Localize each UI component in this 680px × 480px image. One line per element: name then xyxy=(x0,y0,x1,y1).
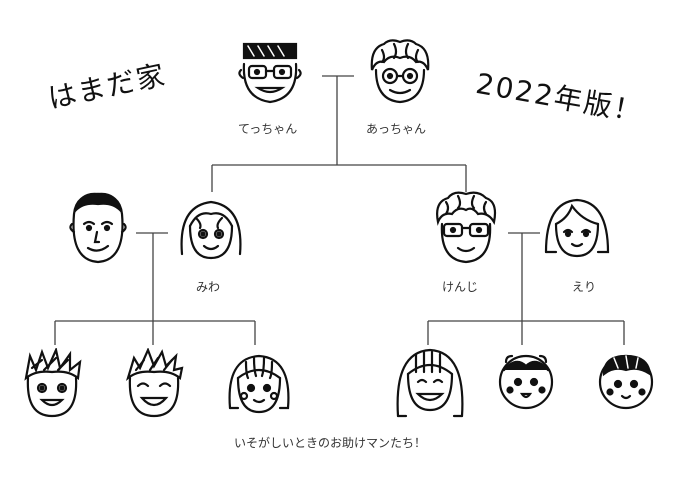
son-in-law-face-icon xyxy=(69,192,127,264)
grandchild-6-face-icon xyxy=(598,354,654,410)
grandchild-2-face-icon xyxy=(125,348,184,418)
son-face-icon xyxy=(436,191,497,264)
member-name-grandpa: てっちゃん xyxy=(238,122,298,136)
grandpa-face-icon xyxy=(238,42,302,104)
grandchild-5-face-icon xyxy=(498,354,554,410)
member-name-grandma: あっちゃん xyxy=(366,122,427,136)
grandchild-1-face-icon xyxy=(24,348,82,418)
member-name-daughter: みわ xyxy=(196,280,221,294)
grandma-face-icon xyxy=(370,39,430,104)
grandchildren-caption: いそがしいときのお助けマンたち！ xyxy=(234,436,427,450)
daughter-in-law-face-icon xyxy=(544,198,610,258)
member-name-son: けんじ xyxy=(442,280,479,294)
grandchild-4-face-icon xyxy=(396,348,464,418)
grandchild-3-face-icon xyxy=(228,354,290,414)
member-name-daughter-in-law: えり xyxy=(572,280,597,294)
daughter-face-icon xyxy=(180,200,242,260)
